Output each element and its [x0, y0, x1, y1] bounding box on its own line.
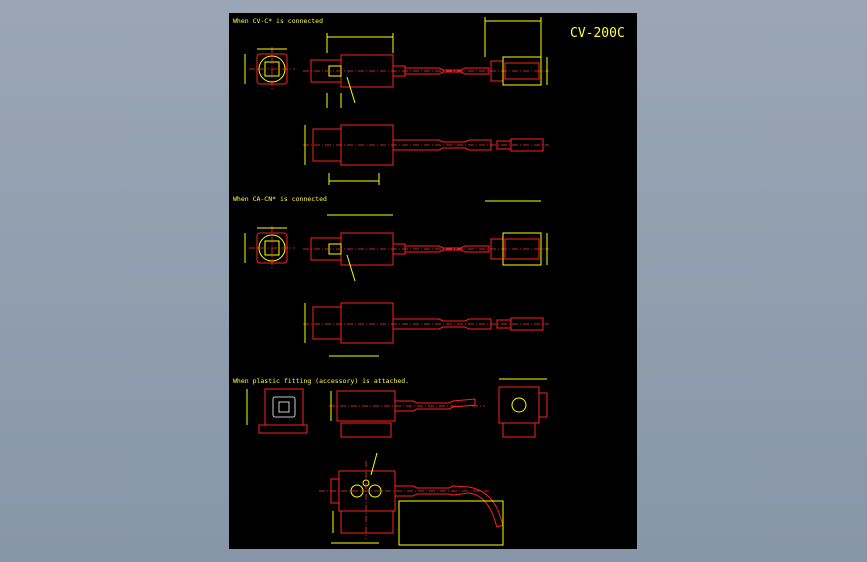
section-heading-plastic-fitting: When plastic fitting (accessory) is atta… — [233, 377, 409, 385]
view-group-cv-c-side — [303, 17, 549, 108]
section-heading-ca-cn: When CA-CN* is connected — [233, 195, 327, 203]
fitting-front-body — [264, 388, 304, 426]
view-group-cv-c-front — [244, 47, 295, 91]
view-group-fitting-side — [329, 390, 485, 438]
view-group-fitting-front — [246, 388, 308, 434]
fitting-rear-body — [498, 386, 540, 424]
drawing-canvas: CV-200C When CV-C* is connected When CA-… — [233, 17, 625, 546]
section-heading-cv-c: When CV-C* is connected — [233, 17, 323, 25]
view-group-fitting-top — [319, 452, 504, 546]
view-group-ca-cn-side — [303, 200, 549, 282]
fitting-cable-bend — [395, 485, 504, 528]
connector-ca-cn — [502, 232, 542, 266]
view-group-fitting-rear — [498, 378, 548, 438]
view-group-ca-cn-top — [303, 302, 549, 357]
cable-run — [405, 67, 490, 75]
view-group-cv-c-top — [303, 124, 549, 185]
connector-cv-c — [502, 56, 542, 86]
drawing-sheet: CV-200C When CV-C* is connected When CA-… — [229, 13, 637, 549]
drawing-title: CV-200C — [570, 26, 625, 41]
view-group-ca-cn-front — [244, 226, 295, 270]
